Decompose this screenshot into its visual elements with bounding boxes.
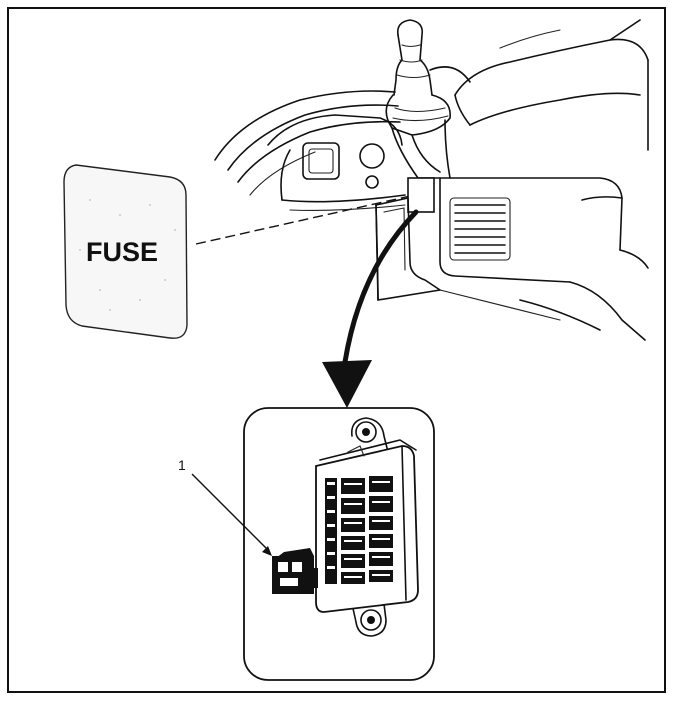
vent-slots xyxy=(449,197,511,261)
pointer-arrow xyxy=(322,209,419,408)
dashed-leader-line xyxy=(195,195,411,245)
figure-border xyxy=(7,7,666,693)
fuse-callout-text: FUSE xyxy=(86,237,158,267)
part-1-leader-line xyxy=(191,473,267,549)
fuse-connector-part-1 xyxy=(272,548,318,594)
fuse-box-location-marker xyxy=(407,177,435,213)
fuse-box-inset xyxy=(243,407,435,681)
part-number-label: 1 xyxy=(178,457,186,473)
fuse-callout-card: FUSE xyxy=(63,164,188,339)
operator-console-drawing xyxy=(214,19,649,341)
fuse-label-grid xyxy=(325,476,393,584)
